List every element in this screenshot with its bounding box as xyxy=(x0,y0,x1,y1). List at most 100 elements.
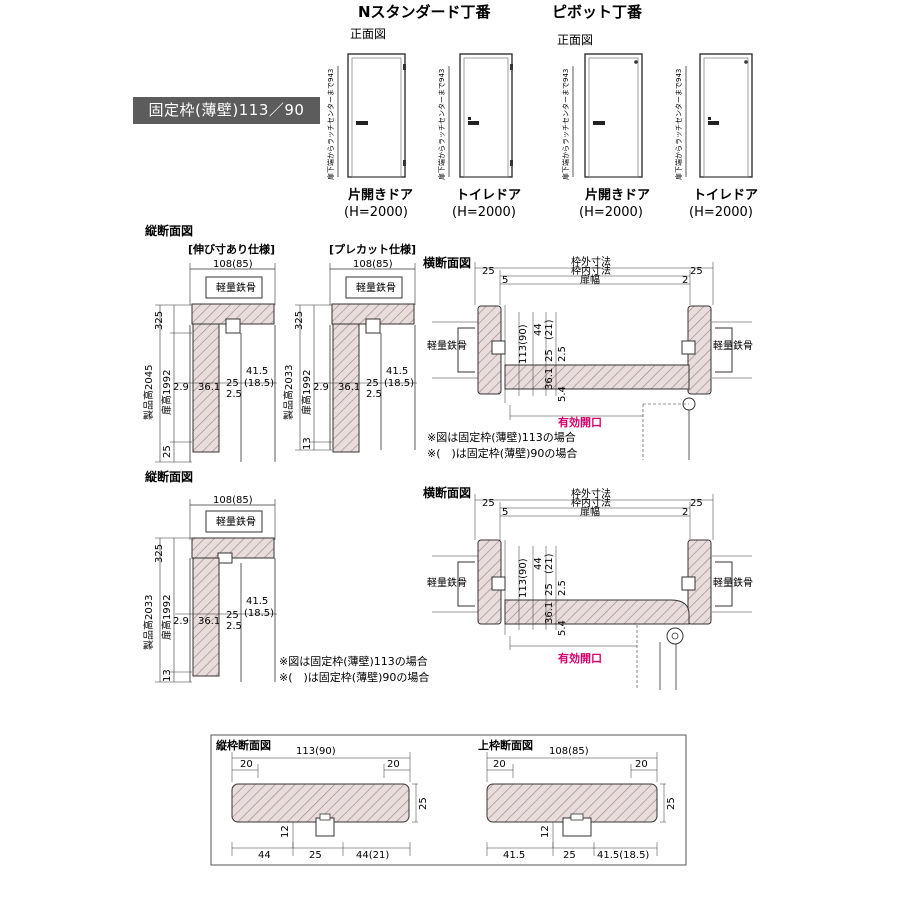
door-name-toilet-1: トイレドア xyxy=(456,188,521,203)
frame-type-badge: 固定枠(薄壁)113／90 xyxy=(133,97,320,124)
head-dim-41-5-18-5: 41.5(18.5) xyxy=(597,850,649,861)
latch-height-label-1: 扉下端からラッチセンターまで943 xyxy=(326,69,335,180)
dim-5-4-v-1: 5.4 xyxy=(557,386,568,402)
lever-handle-icon xyxy=(593,121,605,125)
door-name-toilet-2: トイレドア xyxy=(693,188,758,203)
dim-25-left-2: 25 xyxy=(482,498,495,509)
steel-label-right-2: 軽量鉄骨 xyxy=(713,576,753,589)
dim-18-5-a: (18.5) xyxy=(244,378,274,389)
vertical-section-pivot: 108(85) 軽量鉄骨 325 製品高2033 扉高1992 13 2.9 3… xyxy=(142,495,277,683)
inner-dim-label-2: 枠内寸法 xyxy=(571,496,611,509)
dim-25-v-2: 25 xyxy=(544,583,555,596)
dim-2-5-c: 2.5 xyxy=(226,621,242,632)
horizontal-section-title-2: 横断面図 xyxy=(423,485,471,500)
jamb-dim-44-21: 44(21) xyxy=(356,850,389,861)
door-height-3: (H=2000) xyxy=(579,205,643,220)
steel-label-left-1: 軽量鉄骨 xyxy=(427,339,467,352)
head-dim-12: 12 xyxy=(540,825,551,838)
door-hinged-n-standard: 扉下端からラッチセンターまで943 xyxy=(326,53,406,180)
dim-25-left-1: 25 xyxy=(482,266,495,277)
dim-25-right-2: 25 xyxy=(690,498,703,509)
dim-41-5-a: 41.5 xyxy=(246,366,268,377)
horizontal-section-pivot: 横断面図 枠外寸法 枠内寸法 扉幅 25 25 5 2 軽量鉄骨 軽量鉄骨 xyxy=(423,485,753,690)
indicator-lock-icon xyxy=(708,117,711,120)
door-width-label-1: 扉幅 xyxy=(580,273,600,286)
effective-opening-label-1: 有効開口 xyxy=(558,415,602,429)
door-height-2: (H=2000) xyxy=(452,205,516,220)
dim-41-5-b: 41.5 xyxy=(386,366,408,377)
dim-2-5-v-2: 2.5 xyxy=(557,580,568,596)
note-90-2: ※( )は固定枠(薄壁)90の場合 xyxy=(279,670,429,684)
note-113-1: ※図は固定枠(薄壁)113の場合 xyxy=(427,430,576,444)
door-name-hinged-1: 片開きドア xyxy=(348,187,413,203)
dim-36-1-a: 36.1 xyxy=(198,382,220,393)
head-dim-25: 25 xyxy=(666,797,677,810)
dim-13-c: 13 xyxy=(162,669,173,682)
steel-frame-label-b: 軽量鉄骨 xyxy=(356,281,396,294)
precut-spec-label: [プレカット仕様] xyxy=(329,242,416,256)
pivot-point-icon xyxy=(634,60,638,64)
door-height-1992-a: 扉高1992 xyxy=(160,370,173,415)
inner-dim-label-1: 枠内寸法 xyxy=(571,264,611,277)
jamb-width-dim: 113(90) xyxy=(296,746,336,757)
jamb-dim-25-bottom: 25 xyxy=(309,850,322,861)
jamb-dim-25: 25 xyxy=(418,797,429,810)
horizontal-section-n-standard: 横断面図 枠外寸法 枠内寸法 扉幅 25 25 5 2 軽量鉄骨 軽量鉄骨 xyxy=(423,255,753,460)
pivot-point-icon xyxy=(744,60,748,64)
dim-5-2: 5 xyxy=(502,507,508,518)
head-dim-20-right: 20 xyxy=(635,759,648,770)
dim-25-inner-c: 25 xyxy=(226,610,239,621)
dim-2-1: 2 xyxy=(682,275,688,286)
dim-5-4-v-2: 5.4 xyxy=(557,620,568,636)
head-section-detail: 上枠断面図 108(85) 20 20 25 12 41.5 xyxy=(478,738,677,861)
product-height-2045: 製品高2045 xyxy=(142,365,155,420)
pivot-hinge-icon xyxy=(666,627,684,645)
dim-25-right-1: 25 xyxy=(690,266,703,277)
steel-label-left-2: 軽量鉄骨 xyxy=(427,576,467,589)
dim-18-5-c: (18.5) xyxy=(244,608,274,619)
lever-handle-icon xyxy=(356,121,368,125)
dim-2-2: 2 xyxy=(682,507,688,518)
extension-spec-label: [伸び寸あり仕様] xyxy=(188,242,275,256)
dim-13-b: 13 xyxy=(302,437,313,450)
steel-frame-label: 軽量鉄骨 xyxy=(216,281,256,294)
dim-44-2: 44 xyxy=(533,557,544,570)
door-height-1992-c: 扉高1992 xyxy=(160,595,173,640)
jamb-dim-12: 12 xyxy=(280,825,291,838)
dim-36-1-c: 36.1 xyxy=(198,616,220,627)
dim-21-1: (21) xyxy=(544,319,555,340)
dim-18-5-b: (18.5) xyxy=(384,378,414,389)
dim-325-a: 325 xyxy=(154,311,165,330)
lever-handle-icon xyxy=(708,121,719,125)
vertical-width-dim-b: 108(85) xyxy=(353,259,393,270)
dim-25-inner-a: 25 xyxy=(226,378,239,389)
front-view-label-right: 正面図 xyxy=(557,33,593,47)
head-section-title: 上枠断面図 xyxy=(478,738,533,752)
door-height-1992-b: 扉高1992 xyxy=(300,370,313,415)
door-height-4: (H=2000) xyxy=(689,205,753,220)
door-hinged-pivot: 扉下端からラッチセンターまで943 xyxy=(561,53,643,180)
dim-325-c: 325 xyxy=(154,544,165,563)
dim-113-1: 113(90) xyxy=(518,324,529,364)
horizontal-section-title-1: 横断面図 xyxy=(423,255,471,270)
outer-dim-label-2: 枠外寸法 xyxy=(571,487,611,500)
door-width-label-2: 扉幅 xyxy=(580,505,600,518)
outer-dim-label-1: 枠外寸法 xyxy=(571,255,611,268)
lever-handle-icon xyxy=(468,121,479,125)
note-113-2: ※図は固定枠(薄壁)113の場合 xyxy=(279,654,428,668)
head-dim-25-bottom: 25 xyxy=(563,850,576,861)
vertical-section-title-1: 縦断面図 xyxy=(145,223,193,238)
dim-2-9-b: 2.9 xyxy=(313,382,329,393)
steel-frame-label-c: 軽量鉄骨 xyxy=(216,515,256,528)
door-name-hinged-2: 片開きドア xyxy=(585,187,650,203)
vertical-section-title-2: 縦断面図 xyxy=(145,469,193,484)
door-toilet-pivot: 扉下端からラッチセンターまで943 xyxy=(674,53,753,180)
latch-height-label-3: 扉下端からラッチセンターまで943 xyxy=(561,69,570,180)
head-width-dim: 108(85) xyxy=(549,746,589,757)
dim-2-5-b: 2.5 xyxy=(366,389,382,400)
effective-opening-label-2: 有効開口 xyxy=(558,651,602,665)
dim-325-b: 325 xyxy=(294,311,305,330)
jamb-section-title: 縦枠断面図 xyxy=(216,738,271,752)
dim-2-5-v-1: 2.5 xyxy=(557,346,568,362)
